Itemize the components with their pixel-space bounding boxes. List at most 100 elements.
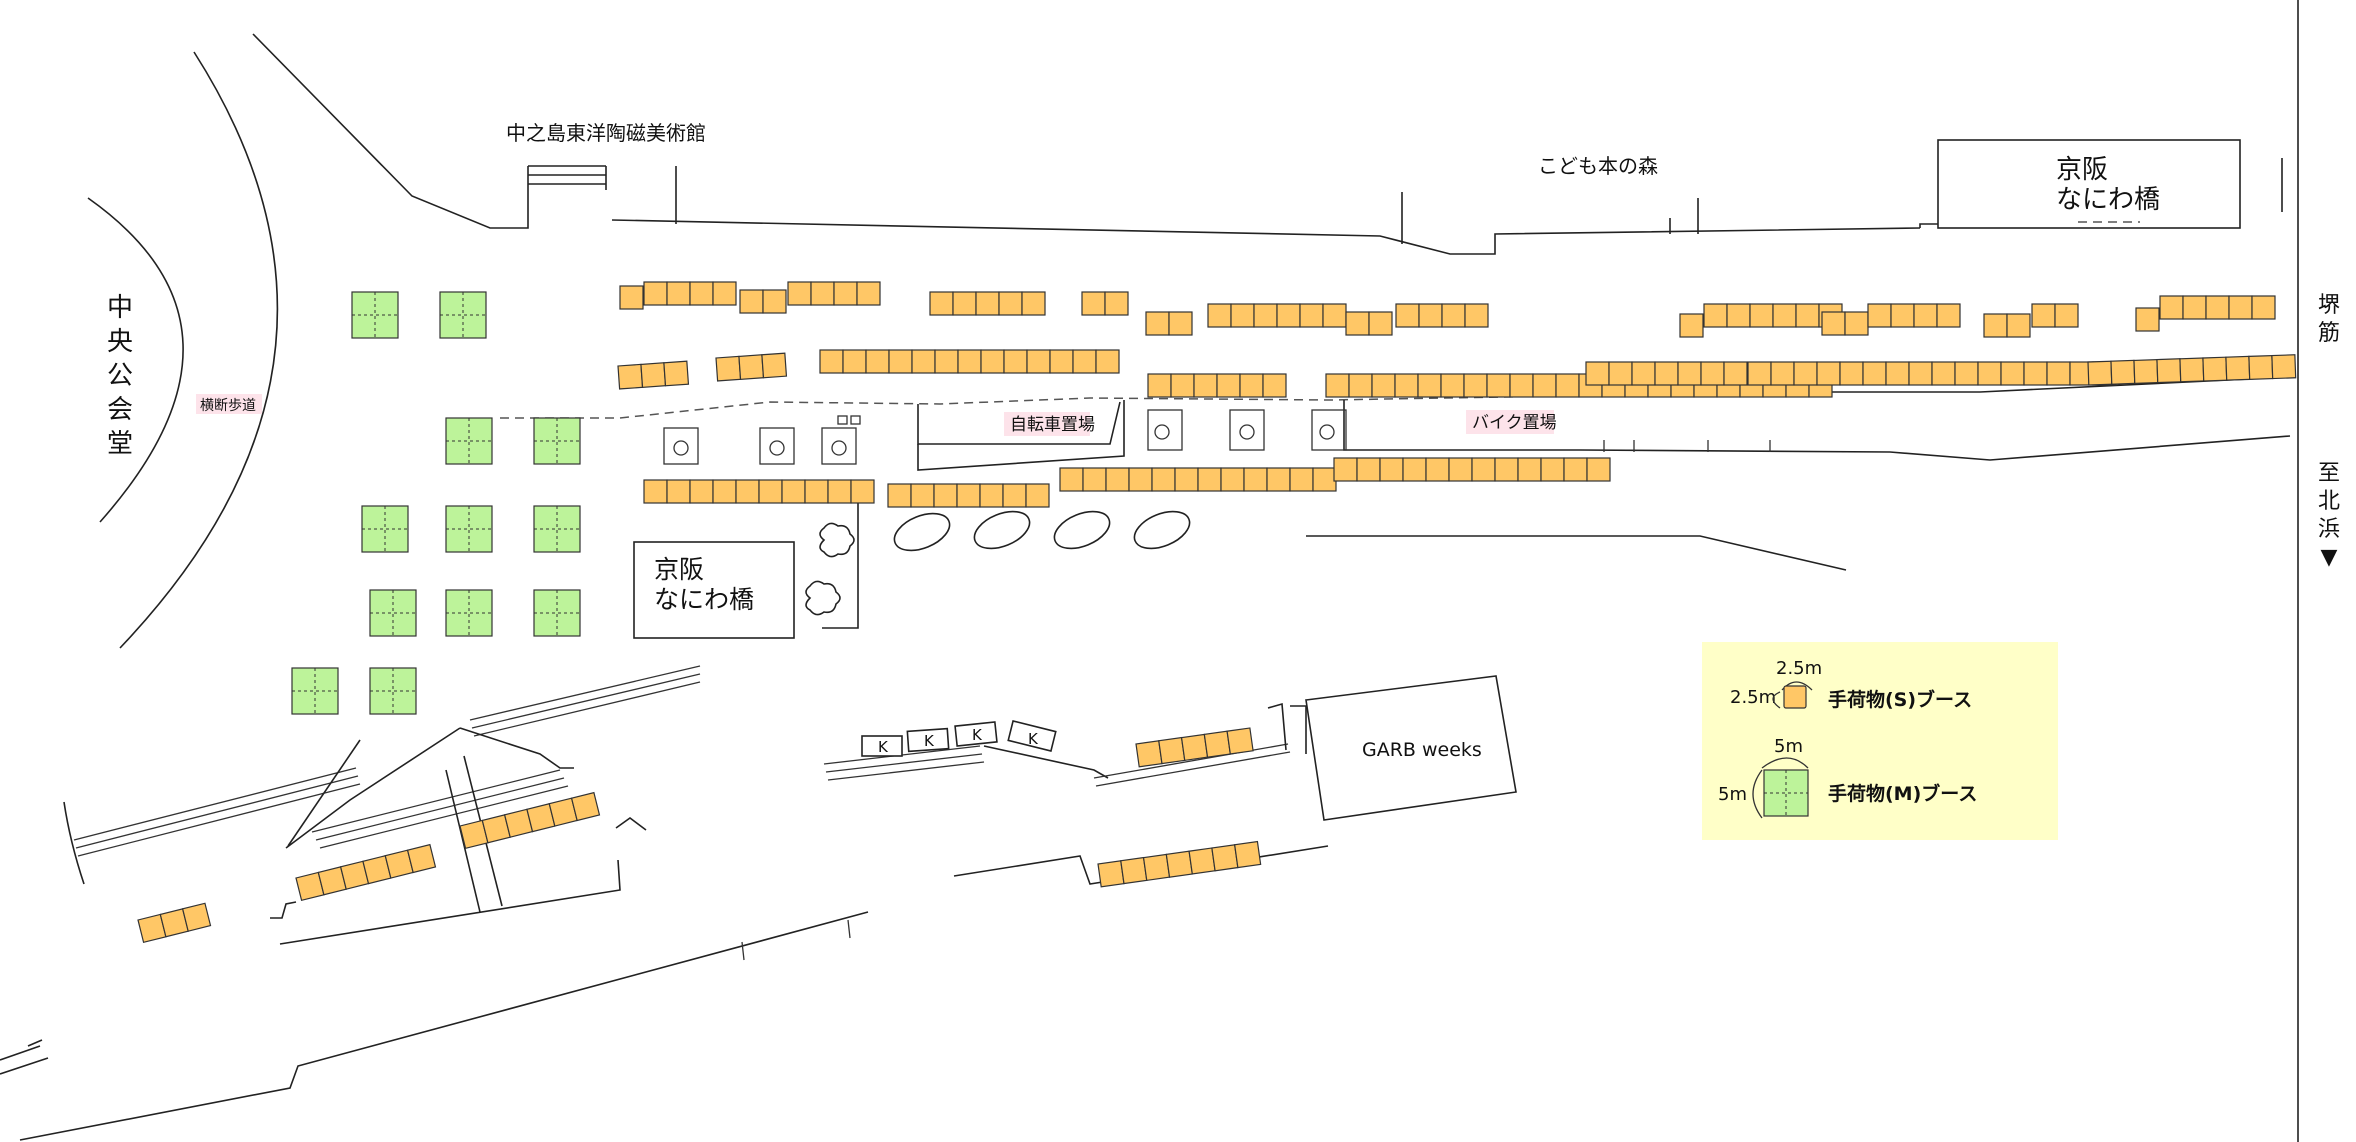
booth-s <box>911 349 936 374</box>
booth-row-s <box>1135 727 1254 768</box>
booth-s <box>1540 457 1565 482</box>
booth-s <box>1532 373 1557 398</box>
booth-m <box>445 589 493 637</box>
booth-s <box>619 285 644 310</box>
booth-s <box>1931 361 1956 386</box>
svg-text:至北浜▼: 至北浜▼ <box>2318 461 2340 570</box>
booth-s <box>663 360 690 387</box>
booth-row-s <box>1059 467 1337 492</box>
booth-s <box>1276 303 1301 328</box>
kiosk-k-2: K <box>924 732 935 750</box>
booth-s <box>1816 361 1841 386</box>
booth-s <box>957 349 982 374</box>
booth-s <box>2023 361 2048 386</box>
booth-s <box>2251 295 2276 320</box>
booth-s <box>856 281 881 306</box>
booth-s <box>1253 303 1278 328</box>
booth-row-s <box>1867 303 1961 328</box>
central-hall-label: 中央公会堂 <box>107 293 133 459</box>
booth-row-s <box>617 360 690 390</box>
booth-row-s <box>295 843 437 902</box>
booth-s <box>1203 730 1231 758</box>
booth-s <box>819 349 844 374</box>
booth-s <box>1486 373 1511 398</box>
booth-s <box>1262 373 1287 398</box>
legend: 2.5m 2.5m 手荷物(S)ブース 5m 5m 手荷物(M)ブース <box>1702 642 2058 840</box>
booth-s <box>1026 349 1051 374</box>
booth-s <box>1494 457 1519 482</box>
booth-s <box>1795 303 1820 328</box>
booth-s <box>1207 303 1232 328</box>
booth-s <box>1230 303 1255 328</box>
booth-s <box>1747 361 1772 386</box>
booth-s <box>1749 303 1774 328</box>
booth-row-s <box>1983 313 2031 338</box>
booth-s <box>1128 467 1153 492</box>
bicycle-parking-bg <box>1004 412 1090 436</box>
legend-bg <box>1702 642 2058 840</box>
booth-s <box>933 483 958 508</box>
booth-row-s <box>787 281 881 306</box>
kiosk-k-4: K <box>1028 730 1039 748</box>
booth-s <box>1418 303 1443 328</box>
booth-row-s <box>2135 307 2160 332</box>
station-mid-label: 京阪なにわ橋 <box>654 555 754 614</box>
booth-s <box>1151 467 1176 492</box>
booth-s <box>2110 359 2136 385</box>
booth-s <box>712 479 737 504</box>
booth-s <box>1072 349 1097 374</box>
legend-s-width: 2.5m <box>1776 658 1822 679</box>
booth-s <box>1913 303 1938 328</box>
booth-s <box>1448 457 1473 482</box>
booth-s <box>1368 311 1393 336</box>
booth-s <box>1049 349 1074 374</box>
svg-text:京阪なにわ橋: 京阪なにわ橋 <box>2056 155 2160 215</box>
booth-s <box>2133 358 2159 385</box>
booth-s <box>689 281 714 306</box>
booth-s <box>1135 740 1163 768</box>
booth-s <box>617 363 644 390</box>
booth-m <box>445 505 493 553</box>
booth-row-s <box>1679 313 1704 338</box>
booth-row-s <box>715 352 788 382</box>
booth-row-s <box>1839 361 2117 386</box>
booth-s <box>842 349 867 374</box>
booth-row-s <box>1747 361 1841 386</box>
booth-m <box>369 667 417 715</box>
booth-s <box>1025 483 1050 508</box>
booth-row-s <box>1345 311 1393 336</box>
svg-text:堺筋: 堺筋 <box>2318 293 2340 346</box>
booth-row-s <box>2159 295 2276 320</box>
booth-row-s <box>2087 354 2297 386</box>
booth-s <box>1631 361 1656 386</box>
legend-s-swatch <box>1783 685 1807 709</box>
booth-s <box>1188 847 1216 875</box>
booth-s <box>758 479 783 504</box>
booth-s <box>1082 467 1107 492</box>
booth-s <box>2000 361 2025 386</box>
booth-s <box>1726 303 1751 328</box>
booth-s <box>2271 354 2297 380</box>
booth-s <box>1174 467 1199 492</box>
legend-m-arc-side <box>1752 769 1763 819</box>
kiosk-k-3: K <box>972 726 983 744</box>
booth-s <box>1226 727 1254 755</box>
booth-s <box>1002 483 1027 508</box>
booth-s <box>1345 311 1370 336</box>
booth-s <box>1158 736 1186 765</box>
booth-s <box>1908 361 1933 386</box>
booth-s <box>1348 373 1373 398</box>
booth-s <box>1243 467 1268 492</box>
booth-s <box>1464 303 1489 328</box>
booth-s <box>2031 303 2056 328</box>
booth-row-s <box>1821 311 1869 336</box>
booth-row-s <box>1097 840 1262 888</box>
booth-s <box>1289 467 1314 492</box>
booth-s <box>1095 349 1120 374</box>
legend-m-label: 手荷物(M)ブース <box>1828 782 1977 805</box>
booth-s <box>739 289 764 314</box>
booth-row-s <box>2031 303 2079 328</box>
booth-s <box>1165 850 1193 878</box>
kiosk-row <box>861 720 1057 757</box>
